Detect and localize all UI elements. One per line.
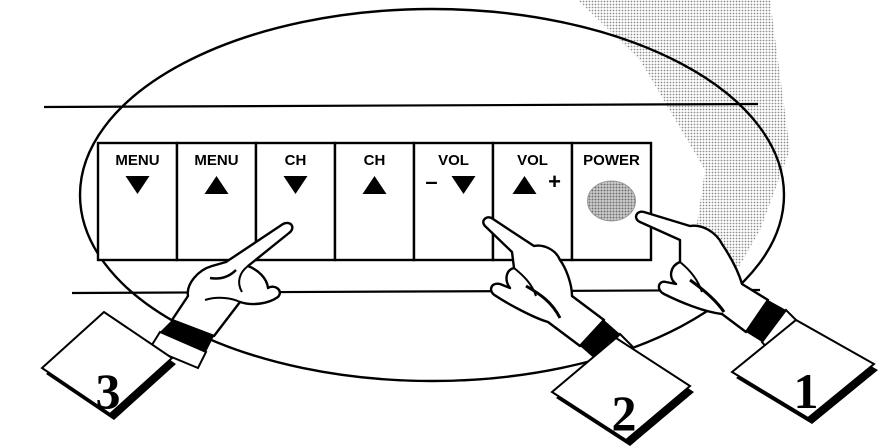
step-card-2: 2 [550, 336, 694, 446]
button-label: CH [285, 152, 307, 169]
zoom-ellipse [78, 7, 786, 383]
plus-sign: + [548, 169, 561, 194]
step-card-1: 1 [730, 318, 878, 424]
cabinet-bottom-edge [71, 288, 761, 295]
arrow-down-icon [451, 176, 476, 194]
hand-pointer-3 [148, 221, 294, 370]
halftone-shading [578, 0, 790, 300]
minus-sign: – [425, 169, 437, 194]
power-button-indicator [587, 180, 636, 222]
button-menu-up[interactable]: MENU [175, 141, 258, 262]
button-ch-up[interactable]: CH [333, 141, 416, 262]
hand-pointer-1 [634, 210, 800, 356]
button-label: VOL [438, 152, 469, 169]
button-face [412, 141, 495, 262]
button-power-button[interactable]: POWER [570, 141, 653, 262]
arrow-down-icon [283, 176, 308, 194]
button-label: MENU [194, 152, 238, 169]
arrow-up-icon [204, 176, 229, 194]
arrow-down-icon [125, 176, 150, 194]
step-number-1: 1 [794, 363, 819, 419]
arrow-up-icon [512, 176, 537, 194]
step-card-3: 3 [40, 310, 176, 420]
step-number-2: 2 [612, 385, 637, 441]
button-menu-down[interactable]: MENU [96, 141, 179, 262]
step-number-3: 3 [96, 363, 121, 419]
button-vol-down[interactable]: VOL– [412, 141, 495, 262]
cabinet-top-edge [43, 102, 759, 109]
button-label: VOL [517, 152, 548, 169]
arrow-up-icon [362, 176, 387, 194]
button-label: CH [364, 152, 386, 169]
button-label: MENU [115, 152, 159, 169]
button-label: POWER [583, 152, 640, 169]
button-face [175, 141, 258, 262]
